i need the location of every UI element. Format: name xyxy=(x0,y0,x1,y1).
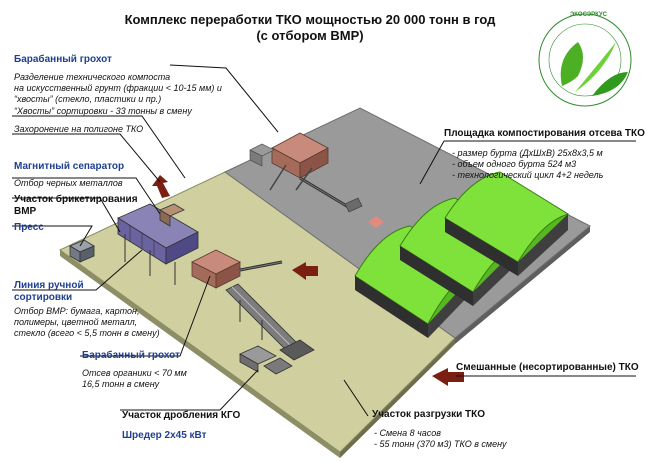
compost-pile-3 xyxy=(444,171,570,276)
magnetic-heading: Магнитный сепаратор xyxy=(14,161,125,172)
tails-line-2: Захоронение на полигоне ТКО xyxy=(14,124,144,134)
drum-bottom-line-2: 16,5 тонн в смену xyxy=(82,379,160,389)
leader-lines xyxy=(12,64,636,417)
arrow-to-pad xyxy=(292,262,318,280)
unloading-heading: Участок разгрузки ТКО xyxy=(372,409,486,420)
ecocircus-logo xyxy=(538,13,632,107)
manual-heading-2: сортировки xyxy=(14,292,73,303)
unloading-desc: - Смена 8 часов - 55 тонн (370 м3) ТКО в… xyxy=(374,428,507,450)
drum-top-heading: Барабанный грохот xyxy=(14,54,112,65)
manual-line-3: стекло (всего < 5,5 тонн в смену) xyxy=(14,328,160,338)
ground-slab-edge xyxy=(60,250,340,458)
manual-desc: Отбор ВМР: бумага, картон, полимеры, цве… xyxy=(14,306,160,339)
drum-bottom-line-1: Отсев органики < 70 мм xyxy=(82,368,187,378)
composting-desc: - размер бурта (ДхШхВ) 25х8х3,5 м - объе… xyxy=(452,148,603,181)
logo-text: ЭКОСЭРКУС xyxy=(570,12,607,18)
drum-bottom-desc: Отсев органики < 70 мм 16,5 тонн в смену xyxy=(82,368,187,390)
manual-sorting-cabins xyxy=(117,203,199,285)
drum-bottom-heading: Барабанный грохот xyxy=(82,350,180,361)
unloading-line-2: - 55 тонн (370 м3) ТКО в смену xyxy=(374,439,507,449)
arrow-pad-internal xyxy=(368,216,384,228)
shredder-label: Шредер 2x45 кВт xyxy=(122,430,207,441)
composting-pad-edge xyxy=(455,226,590,344)
composting-line-2: - объем одного бурта 524 м3 xyxy=(452,159,577,169)
arrow-tails-out xyxy=(152,175,170,198)
manual-heading: Линия ручной сортировки xyxy=(14,280,84,304)
arrow-mixed-inbound xyxy=(432,368,464,386)
press xyxy=(69,239,95,263)
title-line-2: (с отбором ВМР) xyxy=(256,28,364,43)
title-line-1: Комплекс переработки ТКО мощностью 20 00… xyxy=(124,12,496,27)
mixed-msw-heading: Смешанные (несортированные) ТКО xyxy=(456,362,639,373)
magnetic-separator-box xyxy=(159,203,185,227)
crushing-heading: Участок дробления КГО xyxy=(122,410,241,421)
drum-screen-top xyxy=(249,132,363,213)
main-conveyor xyxy=(225,283,315,361)
briquetting-heading-1: Участок брикетирования xyxy=(14,194,138,205)
drum-top-line-3: “хвосты” (стекло, пластики и пр.) xyxy=(14,94,162,104)
composting-line-3: - технологический цикл 4+2 недель xyxy=(452,170,604,180)
manual-line-1: Отбор ВМР: бумага, картон, xyxy=(14,306,140,316)
composting-line-1: - размер бурта (ДхШхВ) 25х8х3,5 м xyxy=(452,148,603,158)
unloading-line-1: - Смена 8 часов xyxy=(374,428,442,438)
manual-line-2: полимеры, цветной металл, xyxy=(14,317,138,327)
magnetic-line-1: Отбор черных металлов xyxy=(14,178,123,188)
drum-screen-bottom xyxy=(191,249,283,289)
briquetting-heading-2: ВМР xyxy=(14,206,37,217)
drum-top-desc: Разделение технического компоста на иску… xyxy=(14,72,222,105)
manual-heading-1: Линия ручной xyxy=(14,280,84,291)
briquetting-heading: Участок брикетирования ВМР xyxy=(14,194,138,218)
drum-top-line-2: на искусственный грунт (фракции < 10-15 … xyxy=(14,83,222,93)
press-label: Пресс xyxy=(14,222,44,233)
composting-heading: Площадка компостирования отсева ТКО xyxy=(444,128,645,139)
drum-top-line-1: Разделение технического компоста xyxy=(14,72,171,82)
page-title: Комплекс переработки ТКО мощностью 20 00… xyxy=(110,12,510,44)
ground-slab-edge-right xyxy=(340,338,455,458)
tails-line-1: “Хвосты” сортировки - 33 тонны в смену xyxy=(14,106,192,116)
shredder xyxy=(239,345,293,375)
